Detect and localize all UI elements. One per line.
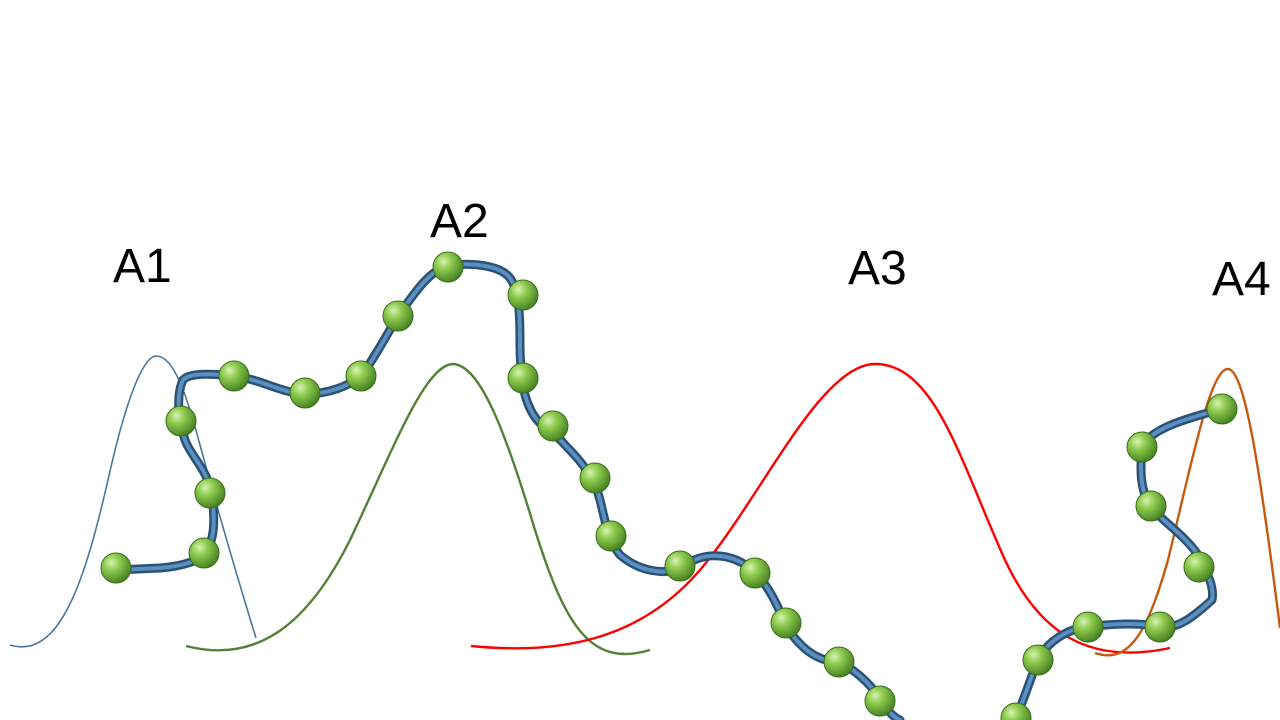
bead [739,557,771,589]
peak-label-a4: A4 [1212,253,1271,306]
peak-curve-a2 [185,362,651,656]
bead [1206,393,1238,425]
bead [595,520,627,552]
bead [1144,611,1176,643]
bead-group [100,251,1238,720]
polymer-chain-tube [111,259,1227,720]
bead [507,279,539,311]
bead [507,362,539,394]
bead [1000,702,1032,720]
peak-curve-a4 [1094,367,1280,657]
bead [194,477,226,509]
bead [188,537,220,569]
bead [823,646,855,678]
bead [1183,551,1215,583]
bead [664,550,696,582]
bead [432,251,464,283]
peak-label-a1: A1 [113,240,172,293]
bead [165,405,197,437]
peak-label-a3: A3 [848,242,907,295]
peak-label-a2: A2 [430,195,489,248]
bead [289,377,321,409]
bead [1126,431,1158,463]
bead [345,360,377,392]
peak-curve-a1 [9,355,257,648]
bead [218,360,250,392]
bead [382,300,414,332]
bead [579,462,611,494]
peak-curve-a3 [470,362,1171,654]
bead [770,607,802,639]
bead [1135,490,1167,522]
bead [100,552,132,584]
bead [864,685,896,717]
bead [1022,644,1054,676]
bead [1072,611,1104,643]
bead [537,410,569,442]
